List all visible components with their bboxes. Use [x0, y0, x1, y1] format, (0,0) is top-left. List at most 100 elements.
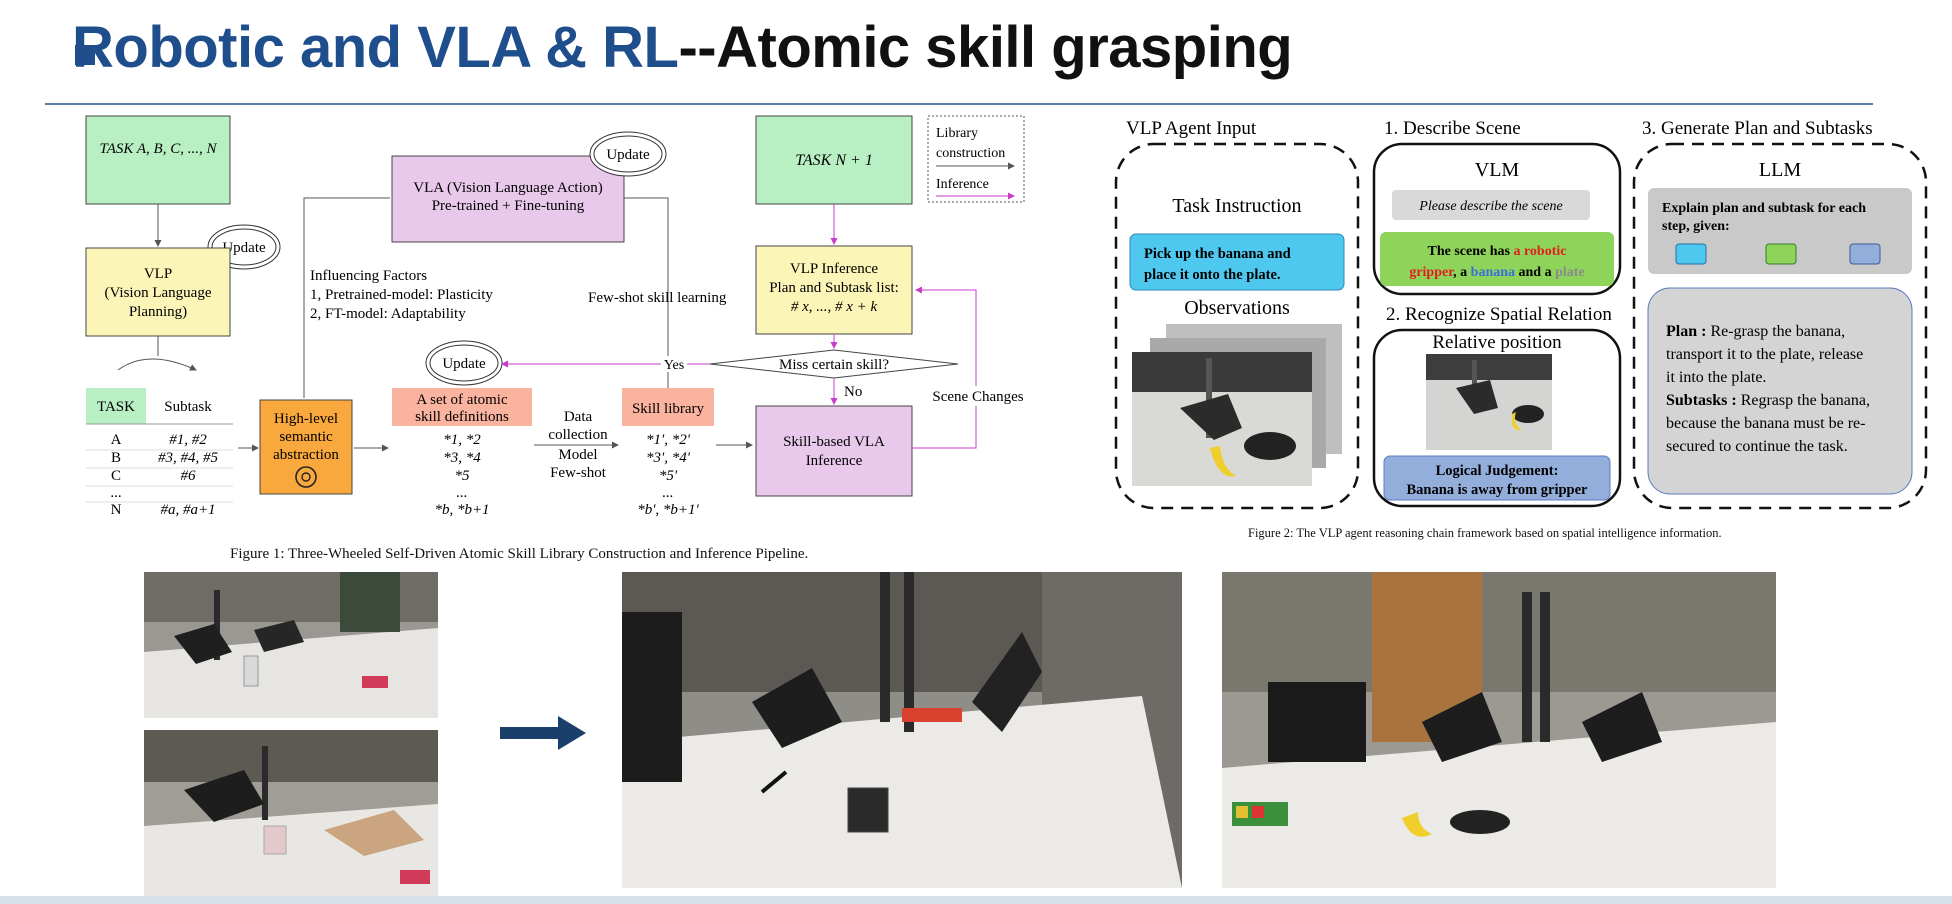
legend-inference: Inference — [936, 177, 989, 192]
plan-text1: Re-grasp the banana, — [1706, 323, 1845, 340]
subtasks-line2: because the banana must be re- — [1666, 415, 1865, 432]
scene-banana-word: banana — [1471, 265, 1515, 280]
atomic-row-ellipsis: ... — [456, 485, 467, 501]
plan-output-box — [1647, 287, 1913, 495]
yes-label: Yes — [664, 358, 684, 373]
figure1-pipeline-diagram: TASK A, B, C, ..., N Update VLP (Vision … — [85, 115, 1030, 518]
plan-line2: transport it to the plate, release — [1666, 346, 1863, 363]
skill-vla-inference-box — [755, 405, 913, 497]
atomic-row-3: *5 — [455, 468, 471, 484]
scene-line1: The scene has a robotic — [1428, 244, 1567, 259]
photo-robot-setup-1 — [144, 572, 438, 718]
library-row-ellipsis: ... — [662, 485, 673, 501]
scene-comma-a: , a — [1453, 265, 1471, 280]
table-row-c-subtask: #6 — [181, 468, 197, 484]
relative-position-label: Relative position — [1432, 332, 1562, 353]
title-blue-part: Robotic and VLA & RL — [72, 15, 679, 80]
legend-box — [927, 115, 1025, 203]
skill-library-header — [622, 388, 714, 426]
data-collection-line1: Data — [564, 409, 593, 425]
plan-line1: Plan : Re-grasp the banana, — [1666, 323, 1845, 340]
describe-prompt-text: Please describe the scene — [1418, 199, 1562, 214]
photo-robot-scene-3 — [622, 572, 1182, 888]
task-abc-label: TASK A, B, C, ..., N — [100, 141, 218, 157]
influencing-factor-1: 1, Pretrained-model: Plasticity — [310, 287, 493, 303]
table-row-b-task: B — [111, 450, 121, 466]
instruction-line2: place it onto the plate. — [1144, 267, 1281, 283]
atomic-skill-list: *1, *2 *3, *4 *5 ... *b, *b+1 — [434, 432, 489, 518]
data-collection-line4: Few-shot — [550, 465, 607, 481]
update-label-vla: Update — [606, 147, 650, 163]
task-n1-label: TASK N + 1 — [795, 152, 873, 169]
given-instruction-swatch — [1675, 243, 1707, 265]
library-row-3: *5' — [659, 468, 678, 484]
task-instruction-label: Task Instruction — [1172, 195, 1301, 217]
vla-line1: VLA (Vision Language Action) — [413, 180, 602, 196]
bottom-bar — [0, 896, 1952, 904]
instruction-box — [1129, 233, 1345, 291]
llm-label: LLM — [1759, 159, 1801, 181]
vlp-inference-line2: Plan and Subtask list: — [769, 280, 899, 296]
llm-prompt-line1: Explain plan and subtask for each — [1662, 201, 1866, 216]
miss-skill-label: Miss certain skill? — [779, 357, 889, 373]
table-header-task: TASK — [97, 399, 135, 415]
vlp-line2: (Vision Language — [105, 285, 212, 301]
scene-gripper-word: gripper — [1409, 265, 1454, 280]
table-row-a-subtask: #1, #2 — [169, 432, 207, 448]
scene-and-a: and a — [1515, 265, 1555, 280]
atomic-row-2: *3, *4 — [443, 450, 481, 466]
legend-library: Library — [936, 126, 978, 141]
subtasks-line3: secured to continue the task. — [1666, 438, 1848, 455]
vlp-line3: Planning) — [129, 304, 187, 320]
update-oval-atomic: Update — [425, 340, 503, 386]
influencing-factor-2: 2, FT-model: Adaptability — [310, 306, 466, 322]
atomic-row-n: *b, *b+1 — [434, 502, 489, 518]
task-subtask-table: TASK Subtask A #1, #2 B #3, #4, #5 C #6 … — [86, 388, 233, 518]
influencing-factors-title: Influencing Factors — [310, 268, 427, 284]
atomic-set-line1: A set of atomic — [416, 392, 508, 408]
few-shot-learning-label: Few-shot skill learning — [588, 290, 727, 306]
atomic-row-1: *1, *2 — [443, 432, 481, 448]
llm-prompt-box — [1648, 188, 1912, 274]
header-describe-scene: 1. Describe Scene — [1384, 118, 1521, 139]
table-task-header-bg — [86, 388, 146, 424]
scene-plate-word: plate — [1555, 265, 1585, 280]
photo-robot-scene-4 — [1222, 572, 1776, 888]
header-recognize-spatial: 2. Recognize Spatial Relation — [1386, 304, 1612, 325]
line-vla-to-skill-library — [624, 197, 672, 395]
vlm-label: VLM — [1475, 159, 1520, 181]
task-n1-box — [755, 115, 913, 205]
update-label-vlp: Update — [222, 240, 266, 256]
update-oval-vla: Update — [589, 131, 667, 177]
observation-images-stack — [1132, 324, 1342, 486]
vlp-inference-box — [755, 245, 913, 335]
table-row-n-task: N — [111, 502, 122, 518]
table-row-n-subtask: #a, #a+1 — [160, 502, 215, 518]
scene-line2: gripper, a banana and a plate — [1409, 265, 1584, 280]
table-row-c-task: C — [111, 468, 121, 484]
right-arrow-icon — [500, 716, 586, 750]
data-collection-line3: Model — [558, 447, 597, 463]
instruction-line1: Pick up the banana and — [1144, 246, 1291, 262]
header-generate-plan: 3. Generate Plan and Subtasks — [1642, 118, 1873, 139]
high-level-line1: High-level — [274, 411, 338, 427]
title-bullet — [75, 45, 95, 65]
skill-vla-line2: Inference — [806, 453, 863, 469]
header-vlp-agent-input: VLP Agent Input — [1126, 118, 1257, 139]
vla-line2: Pre-trained + Fine-tuning — [432, 198, 585, 214]
table-header-subtask: Subtask — [164, 399, 212, 415]
scene-changes-label: Scene Changes — [932, 389, 1023, 405]
figure2-reasoning-chain: VLP Agent Input 1. Describe Scene 3. Gen… — [1114, 118, 1928, 510]
table-row-b-subtask: #3, #4, #5 — [158, 450, 219, 466]
vlp-box — [85, 247, 231, 337]
legend-construction: construction — [936, 146, 1005, 161]
subtasks-text1: Regrasp the banana, — [1737, 392, 1870, 409]
arrow-vlp-to-table — [117, 358, 197, 371]
logical-line1: Logical Judgement: — [1436, 463, 1559, 479]
skill-library-list: *1', *2' *3', *4' *5' ... *b', *b+1' — [637, 432, 699, 518]
scene-description-box — [1380, 232, 1614, 286]
table-row-a-task: A — [111, 432, 122, 448]
table-row-ellipsis: ... — [110, 485, 121, 501]
high-level-line3: abstraction — [273, 447, 339, 463]
plan-line3: it into the plate. — [1666, 369, 1766, 386]
